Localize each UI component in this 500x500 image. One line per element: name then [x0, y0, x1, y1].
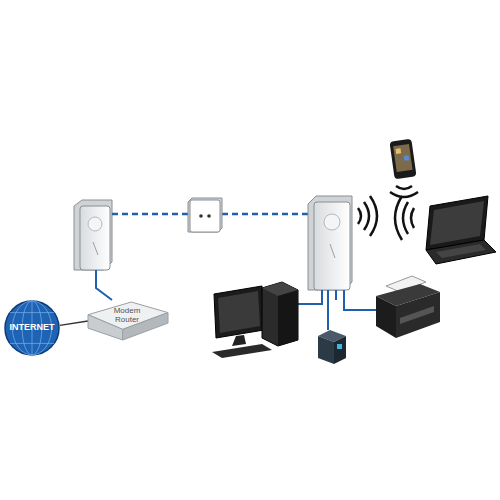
printer	[376, 276, 440, 338]
network-cable	[296, 290, 376, 330]
wifi-waves	[390, 186, 418, 197]
laptop	[426, 196, 496, 264]
storage-device	[318, 330, 346, 364]
desktop-computer	[212, 282, 298, 358]
smartphone	[389, 139, 416, 180]
wifi-powerline-adapter	[308, 196, 352, 290]
wall-socket	[188, 198, 222, 232]
cable-connector	[60, 321, 88, 325]
wifi-waves	[358, 196, 377, 236]
wifi-waves	[395, 196, 414, 240]
powerline-adapter	[74, 200, 112, 270]
globe-label: INTERNET	[10, 323, 55, 333]
powerline-link	[112, 213, 190, 216]
powerline-link	[222, 213, 312, 216]
internet-globe: INTERNET	[4, 300, 60, 356]
network-cable	[96, 270, 112, 300]
device-label: Modem Router	[107, 307, 147, 325]
modem-router: Modem Router	[84, 300, 170, 342]
